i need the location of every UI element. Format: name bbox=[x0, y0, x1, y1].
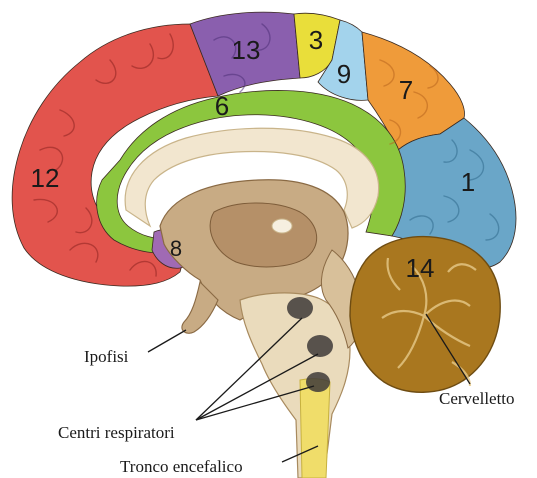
respiratory-center-2 bbox=[307, 335, 333, 357]
region-label-6: 6 bbox=[215, 91, 229, 121]
region-label-12: 13 bbox=[232, 35, 261, 65]
region-label-3: 3 bbox=[309, 25, 323, 55]
label-ipofisi: Ipofisi bbox=[84, 347, 129, 366]
label-cervelletto: Cervelletto bbox=[439, 389, 515, 408]
brainstem bbox=[240, 293, 350, 478]
region-label-14: 14 bbox=[406, 253, 435, 283]
label-centri-respiratori: Centri respiratori bbox=[58, 423, 175, 442]
region-label-1: 1 bbox=[461, 167, 475, 197]
region-label-13: 12 bbox=[31, 163, 60, 193]
pineal-spot bbox=[272, 219, 292, 233]
region-label-8: 8 bbox=[170, 236, 182, 261]
region-label-9: 9 bbox=[337, 59, 351, 89]
spinal-cord bbox=[300, 379, 330, 478]
respiratory-center-1 bbox=[287, 297, 313, 319]
region-label-7: 7 bbox=[399, 75, 413, 105]
respiratory-center-3 bbox=[306, 372, 330, 392]
label-tronco-encefalico: Tronco encefalico bbox=[120, 457, 243, 476]
leader-ipofisi bbox=[148, 330, 186, 352]
